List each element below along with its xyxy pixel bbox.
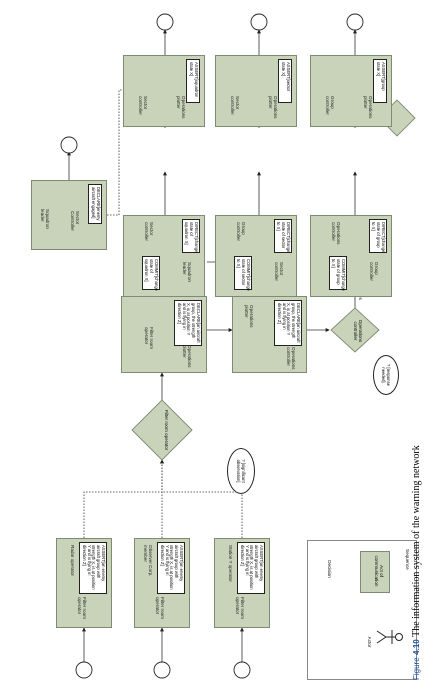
- assert-actor-a-1: Operations plotter: [175, 96, 186, 119]
- direct-actor-b-2: Sector controller: [273, 262, 284, 281]
- declare-filter-box: DECLARE[an aircraft group, the strength …: [121, 296, 207, 373]
- assert-actor-a-3: Operations plotter: [362, 96, 373, 119]
- input-to-decision-3: [162, 491, 243, 538]
- direct-box-3: DIRECT[change state of group to X] COMMI…: [310, 215, 392, 297]
- caption-number: 4.10: [412, 639, 421, 655]
- direct-box-1: DIRECT[change state of squadron X] COMMI…: [123, 215, 205, 297]
- decision-filter-label: Filter room operator: [164, 409, 169, 451]
- declare-filter-actor-a: Filter room operator: [143, 327, 154, 349]
- input-listener-3: Filter room operator: [234, 597, 245, 619]
- decision-ops-label: Operations controller: [352, 319, 363, 343]
- input-box-2: ASSERT[an enemy aircraft group with stre…: [134, 538, 190, 628]
- legend-decision: Decision: [327, 560, 332, 578]
- direct-box-2: DIRECT[change state of sector to X] COMM…: [215, 215, 297, 297]
- end-circle-1: [346, 13, 364, 31]
- input-role-1: Radar operator: [70, 545, 75, 576]
- direct-speech2-3: COMMIT[change state of group to X]: [328, 256, 347, 291]
- sector-declare-actor-a: Sector Controller: [69, 211, 80, 231]
- input-listener-1: Filter room operator: [76, 597, 87, 619]
- sector-declare-actor-b: Squadron leader: [39, 209, 50, 229]
- legend-actor-icon: [376, 630, 403, 644]
- assert-actor-b-2: Sector controller: [229, 96, 240, 115]
- sector-declare-box: DECLARE[enemy aircraft engaged] Sector C…: [31, 180, 107, 250]
- declare-ops-box: DECLARE[an aircraft group, the strength …: [232, 296, 307, 373]
- end-circle-4: [60, 136, 78, 154]
- direct-actor-b-3: Group controller: [368, 262, 379, 281]
- direct-speech2-1: COMMIT[change state of squadron X]: [141, 256, 160, 291]
- declare-ops-speech: DECLARE[an aircraft group, the strength …: [274, 300, 302, 346]
- assert-box-1: ASSERT[squadron state X] Operations plot…: [123, 55, 205, 127]
- direct-speech1-1: DIRECT[change state of squadron X]: [181, 219, 200, 253]
- end-circle-3: [156, 13, 174, 31]
- caption-text: The information system of the warning ne…: [411, 445, 422, 637]
- assert-actor-a-2: Operations plotter: [267, 96, 278, 119]
- direct-speech2-2: COMMIT[change state of sector to X]: [233, 256, 252, 291]
- start-circle-3: [233, 661, 251, 679]
- decision-filter-cloud: ? [significant observation]: [227, 448, 255, 494]
- assert-actor-b-3: Group controller: [324, 96, 335, 115]
- start-circle-2: [153, 661, 171, 679]
- input-speech-3: ASSERT[an enemy aircraft group with stre…: [237, 542, 265, 594]
- legend-actor: Actor: [367, 636, 372, 648]
- input-role-3: Station Y operator: [228, 545, 233, 582]
- assert-speech-1: ASSERT[squadron state X]: [186, 59, 200, 103]
- direct-actor-a-1: Sector controller: [143, 222, 154, 241]
- input-listener-2: Filter room operator: [154, 597, 165, 619]
- declare-ops-actor-b: Operations controller: [285, 347, 296, 370]
- input-speech-1: ASSERT[an enemy aircraft group with stre…: [79, 542, 107, 594]
- input-role-2: Observer Corp. member: [142, 545, 153, 577]
- direct-actor-a-3: Operations controller: [330, 222, 341, 245]
- assert-box-2: ASSERT[sector state X] Operations plotte…: [215, 55, 297, 127]
- input-box-1: ASSERT[an enemy aircraft group with stre…: [56, 538, 112, 628]
- direct-actor-b-1: Squadron leader: [181, 262, 192, 282]
- legend: Sequence Act of communication Actor Deci…: [307, 540, 417, 680]
- decision-diamond-ops: [330, 307, 380, 353]
- decision-diamond-filter: [131, 399, 193, 461]
- figure-caption: Figure 4.10 The information system of th…: [402, 420, 432, 680]
- assert-speech-3: ASSERT[group state X]: [373, 59, 387, 103]
- input-box-3: ASSERT[an enemy aircraft group with stre…: [214, 538, 270, 628]
- caption-figure-word: Figure: [412, 657, 421, 680]
- start-circle-1: [75, 661, 93, 679]
- sector-declare-speech: DECLARE[enemy aircraft engaged]: [88, 184, 102, 224]
- legend-act: Act of communication: [373, 555, 384, 587]
- input-speech-2: ASSERT[an enemy aircraft group with stre…: [157, 542, 185, 594]
- direct-speech1-2: DIRECT[change state of sector to X]: [273, 219, 292, 253]
- declare-filter-speech: DECLARE[an aircraft group, the strength …: [174, 300, 202, 346]
- end-circle-2: [250, 13, 268, 31]
- declare-ops-actor-a: Operations plotter: [243, 305, 254, 328]
- direct-speech1-3: DIRECT[change state of group to X]: [368, 219, 387, 253]
- decision-ops-cloud: ? [response needed]: [373, 355, 399, 395]
- direct-actor-a-2: Group controller: [235, 222, 246, 241]
- input-to-decision-1: [83, 459, 164, 538]
- declare-filter-actor-b: Operations plotter: [181, 345, 192, 368]
- assert-actor-b-1: Sector controller: [137, 96, 148, 115]
- assert-speech-2: ASSERT[sector state X]: [278, 59, 292, 103]
- assert-box-3: ASSERT[group state X] Operations plotter…: [310, 55, 392, 127]
